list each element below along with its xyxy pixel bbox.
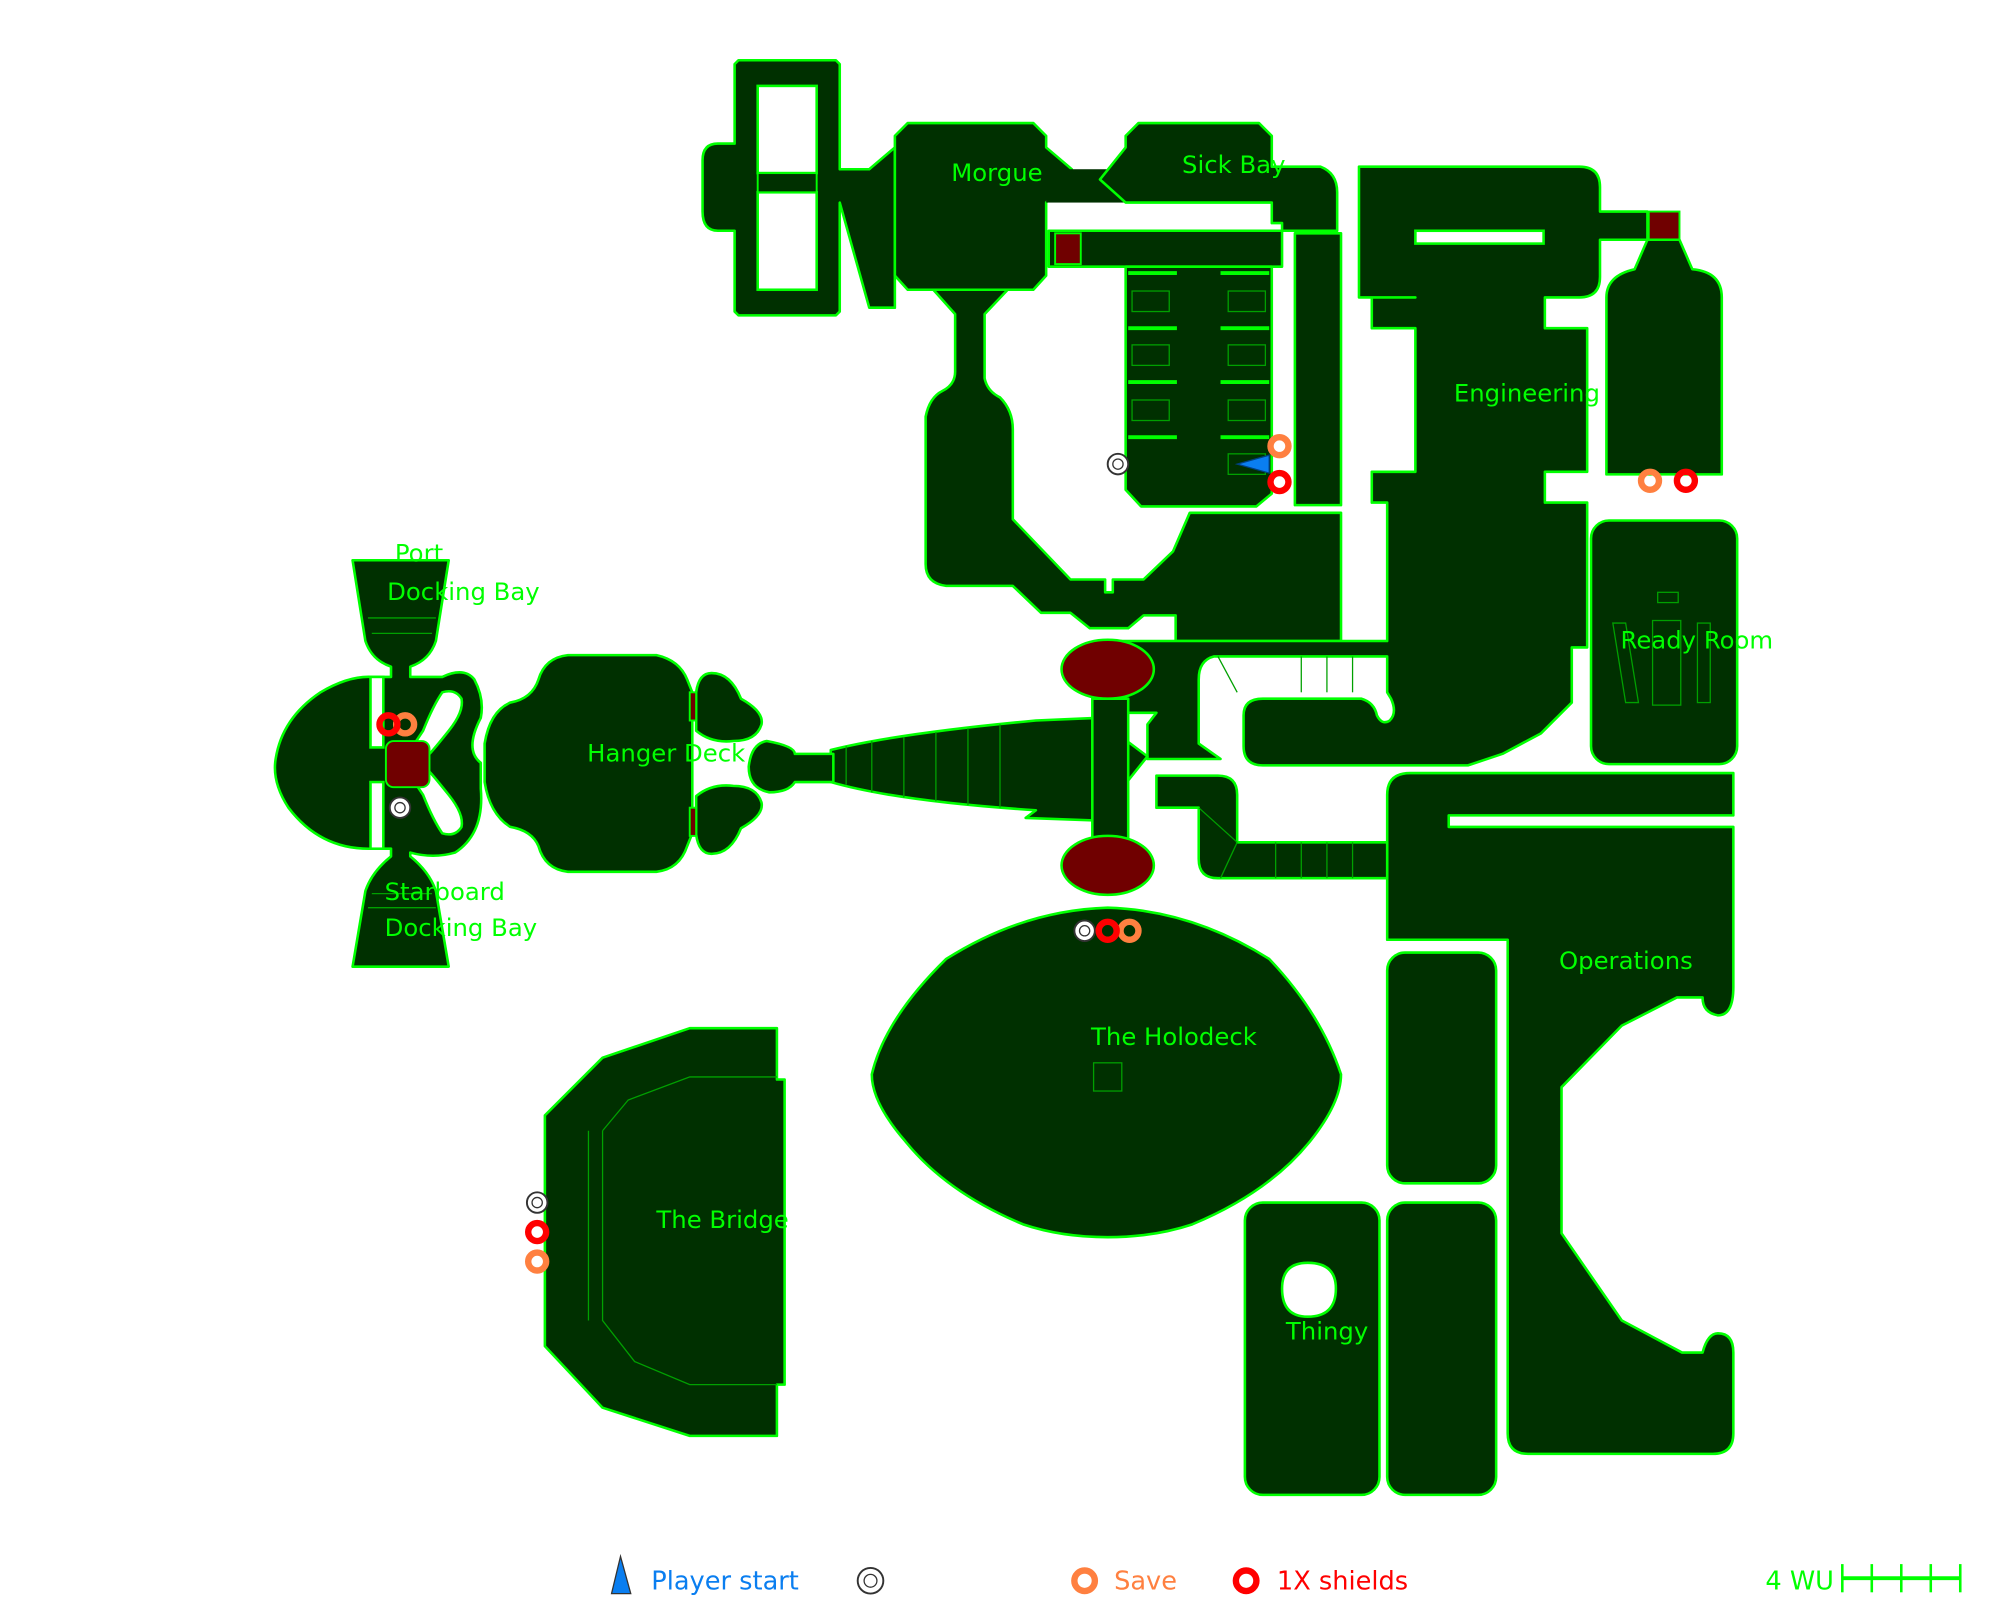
marker-shields [1095, 918, 1120, 943]
legend: Player start Save 1X shields 4 WU [610, 1553, 1962, 1597]
marker-generic [525, 1191, 549, 1214]
label-operations: Operations [1559, 946, 1693, 975]
room-ready-room [1589, 519, 1739, 766]
room-operations [1385, 771, 1735, 1456]
marker-save [1637, 468, 1663, 493]
label-starboard-docking-bay-1: Starboard [385, 877, 505, 906]
marker-shields [1267, 469, 1292, 495]
room-east-tower [1605, 238, 1724, 476]
marker-save [1117, 918, 1142, 943]
room-corridors [1155, 656, 1498, 1497]
label-thingy: Thingy [1285, 1317, 1368, 1346]
shields-icon [1232, 1567, 1260, 1595]
room-morgue [893, 121, 1343, 643]
save-icon [1071, 1567, 1099, 1595]
legend-save: Save [1114, 1567, 1177, 1597]
label-morgue: Morgue [951, 158, 1042, 187]
label-holodeck: The Holodeck [1090, 1022, 1258, 1051]
marker-player-start [1234, 454, 1270, 474]
marker-generic [388, 796, 412, 819]
marker-shields [376, 712, 401, 737]
label-engineering: Engineering [1454, 378, 1600, 407]
room-bridge [543, 1026, 786, 1438]
marker-save [525, 1249, 550, 1274]
generic-item-icon [856, 1566, 885, 1595]
legend-player-start: Player start [651, 1567, 799, 1597]
room-thingy [1243, 1201, 1381, 1497]
marker-generic [1106, 452, 1130, 476]
label-port-docking-bay-1: Port [395, 539, 443, 568]
label-bridge: The Bridge [655, 1205, 788, 1234]
player-start-icon [610, 1553, 632, 1595]
room-sick-bay [1047, 121, 1343, 508]
marker-save [1267, 433, 1292, 459]
legend-scale-label: 4 WU [1765, 1567, 1834, 1597]
legend-shields: 1X shields [1277, 1567, 1408, 1597]
label-port-docking-bay-2: Docking Bay [387, 577, 540, 606]
room-storage-cross [701, 58, 897, 317]
label-starboard-docking-bay-2: Docking Bay [385, 913, 538, 942]
room-hub [747, 638, 1156, 897]
room-engineering [1094, 165, 1681, 767]
label-ready-room: Ready Room [1621, 626, 1774, 655]
room-hanger-deck [483, 653, 764, 874]
marker-generic [1073, 919, 1096, 942]
marker-shields [525, 1219, 550, 1245]
label-hanger-deck: Hanger Deck [587, 739, 746, 768]
room-docking-bays [273, 558, 484, 968]
label-sick-bay: Sick Bay [1182, 150, 1285, 179]
marker-shields [1673, 468, 1699, 493]
room-holodeck [870, 906, 1343, 1239]
scale-bar [1841, 1564, 1962, 1593]
